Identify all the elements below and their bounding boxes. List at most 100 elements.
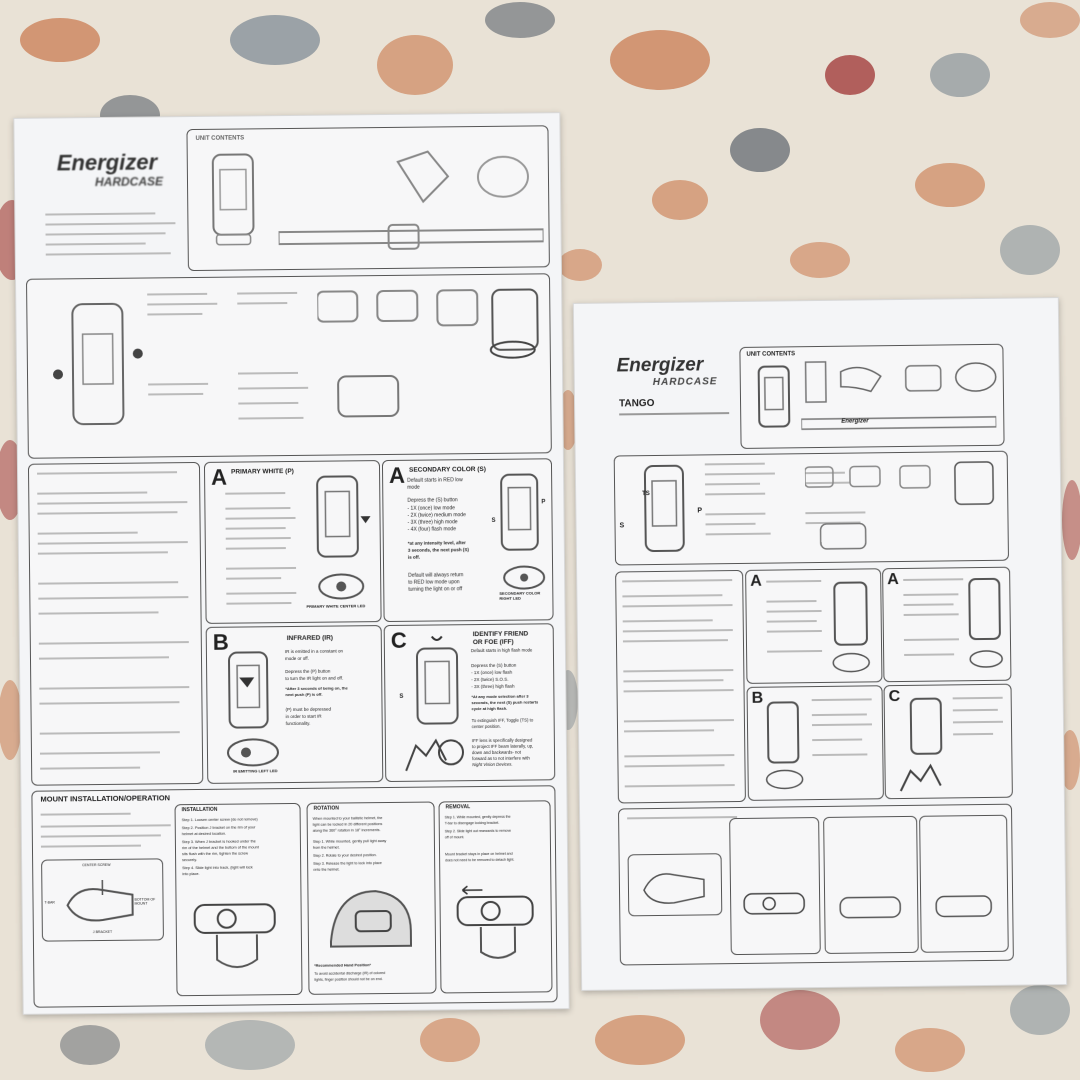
removal-panel (919, 814, 1009, 953)
section-letter: C (390, 627, 407, 653)
installation-title: INSTALLATION (181, 806, 218, 814)
installation-panel (729, 817, 821, 956)
badge-ts: TS (642, 491, 650, 498)
led-icon (503, 565, 546, 590)
section-title: SECONDARY COLOR (S) (408, 465, 486, 474)
badge-s: S (491, 517, 496, 524)
section-letter: A (210, 464, 228, 490)
section-title: OR FOE (IFF) (472, 638, 514, 647)
brand-logo: Energizer (56, 149, 158, 176)
helmet-soldier-icon (899, 763, 942, 792)
battery-cap-icons (317, 288, 539, 418)
text-line: Depress the (S) button (471, 662, 517, 669)
mount-panel (617, 803, 1014, 966)
badge-s: S (619, 522, 625, 530)
text-line: - 1X (once) low flash (471, 669, 513, 676)
section-letter: C (888, 688, 901, 706)
text-line: Step 3. When J bracket is hooked under t… (181, 839, 256, 845)
model-name: TANGO (618, 398, 655, 410)
text-line: Step 3. Release the light to lock into p… (313, 861, 382, 866)
text-line: mode (407, 484, 420, 491)
text-line: sits flush with the rim, tighten the scr… (182, 851, 249, 857)
text-line: Depress the (S) button (407, 497, 458, 504)
led-icon (226, 738, 279, 767)
section-a2-japanese: A (882, 566, 1012, 683)
text-line: to turn the IR light on and off. (285, 675, 344, 682)
text-line: T-bar to disengage locking bracket. (444, 820, 500, 826)
section-letter: A (887, 571, 899, 589)
text-line: off of mount. (444, 835, 465, 840)
operation-intro-panel (615, 569, 746, 804)
section-primary-white: A PRIMARY WHITE (P) PRIMARY WHITE CENTER… (203, 460, 382, 624)
flashlight-icon (415, 635, 459, 725)
flashlight-icon (765, 701, 804, 790)
flashlight-icon (968, 577, 1003, 668)
text-line: Step 2. Slide light out rearwards to rem… (444, 828, 511, 834)
text-line: Default starts in high flash mode (470, 647, 533, 654)
section-title: IDENTIFY FRIEND (472, 630, 529, 639)
text-line: *at any intensity level, after (407, 540, 466, 546)
light-on-mount-icon (193, 903, 276, 969)
adapter-icon (476, 155, 529, 198)
text-line: 3 seconds, the next push (S) (407, 547, 469, 553)
helmet-soldier-icon (405, 738, 464, 772)
instruction-sheet-japanese: Energizer HARDCASE TANGO UNIT CONTENTS E… (572, 297, 1068, 991)
sub-brand-logo: HARDCASE (94, 174, 164, 190)
text-line: Step 1. Loosen center screw (do not remo… (181, 817, 258, 823)
badge-s: S (399, 693, 404, 700)
text-line: mode or off. (284, 655, 309, 662)
assembly-panel: TS S P (613, 450, 1009, 566)
text-line: *Recommended Hand Position* (314, 963, 371, 968)
text-line: IR is emitted in a constant on (284, 648, 343, 655)
removal-panel: REMOVAL Step 1. While mounted, gently de… (438, 800, 553, 994)
text-line: When mounted to your ballistic helmet, t… (312, 816, 383, 821)
text-line: cycle at high flash. (471, 705, 508, 712)
text-line: is off. (407, 554, 420, 560)
text-line: Night Vision Devices. (472, 761, 513, 768)
light-on-mount-icon (839, 896, 901, 919)
subtitle-line (619, 412, 730, 415)
text-line: Depress the (P) button (285, 668, 331, 675)
text-line: Step 1. While mounted, gently depress th… (444, 814, 511, 820)
diagram-label: CENTER SCREW (82, 862, 111, 868)
text-line: into place. (182, 871, 200, 877)
brand-logo: Energizer (616, 354, 704, 377)
text-line: - 4X (four) flash mode (407, 526, 457, 533)
unit-contents-title: UNIT CONTENTS (746, 351, 796, 358)
diagram-label: T-BAR (44, 900, 55, 905)
section-a-japanese: A (745, 568, 883, 684)
mount-diagram: CENTER SCREW T-BAR BOTTOM OF MOUNT J BRA… (41, 858, 164, 942)
text-line: Step 2. Position J bracket on the rim of… (181, 825, 256, 831)
led-label: SECONDARY COLOR RIGHT LED (499, 590, 541, 601)
text-line: - 2X (twice) S.O.S. (471, 676, 509, 683)
section-letter: A (750, 572, 762, 590)
flashlight-icon (228, 651, 269, 729)
text-line: helmet at desired location. (181, 831, 227, 837)
unit-contents-panel: UNIT CONTENTS (186, 125, 550, 272)
strap-icon (278, 223, 544, 250)
light-removal-icon (456, 885, 534, 959)
unit-contents-title: UNIT CONTENTS (195, 135, 245, 142)
section-iff: C IDENTIFY FRIEND OR FOE (IFF) S Default… (383, 623, 556, 783)
text-line: Step 4. Slide light into track, (light w… (182, 865, 253, 871)
text-line: turning the light on or off (408, 586, 463, 593)
sub-brand-logo: HARDCASE (652, 376, 718, 389)
text-line: from the helmet. (312, 845, 340, 850)
mount-icon (396, 150, 450, 204)
rotation-title: ROTATION (313, 805, 339, 812)
rotation-panel (823, 815, 919, 954)
led-icon (318, 573, 365, 600)
text-line: Step 1. While mounted, gently pull light… (312, 839, 387, 844)
section-b-japanese: B (746, 685, 884, 801)
text-line: Default starts in RED low (407, 477, 463, 484)
text-line: functionality. (285, 720, 311, 727)
instruction-sheet-english: Energizer HARDCASE UNIT CONTENTS (13, 112, 570, 1015)
battery-cap-icons (804, 461, 994, 550)
led-label: PRIMARY WHITE CENTER LED (306, 603, 366, 609)
assembly-panel (26, 273, 552, 459)
diagram-label: BOTTOM OF MOUNT (134, 897, 156, 906)
section-title: INFRARED (IR) (286, 634, 334, 643)
flashlight-icon (500, 473, 539, 551)
strap-label: Energizer (841, 418, 869, 425)
rotation-panel: ROTATION When mounted to your ballistic … (306, 801, 437, 995)
